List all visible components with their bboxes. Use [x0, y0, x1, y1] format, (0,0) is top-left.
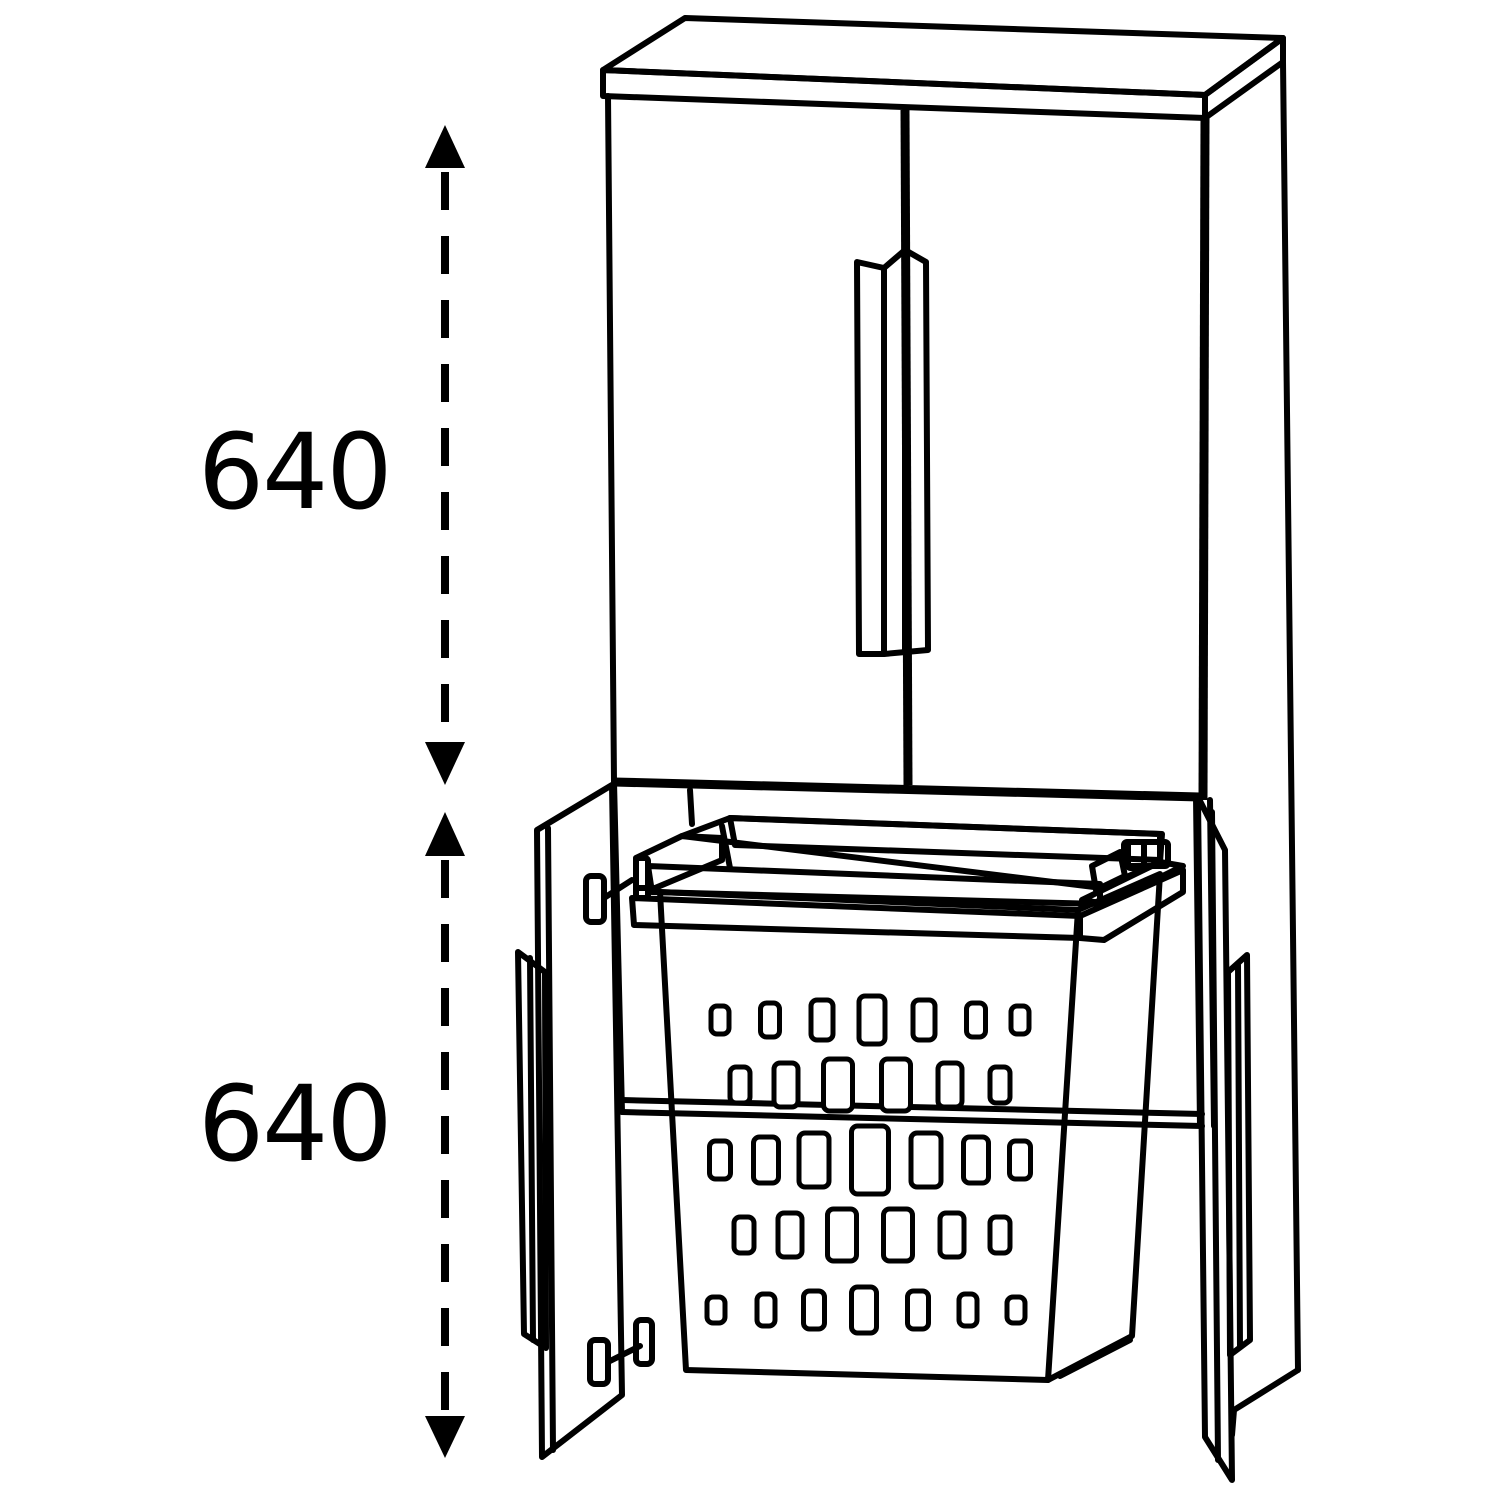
basket-hole	[849, 1284, 879, 1336]
basket-hole	[964, 1000, 988, 1040]
basket-hole	[727, 1064, 753, 1106]
basket-hole	[808, 997, 836, 1043]
basket-hole	[935, 1060, 965, 1110]
basket-hole	[881, 1206, 915, 1264]
upper-height-label: 640	[198, 411, 393, 533]
basket-hole	[956, 1291, 980, 1329]
basket-hole	[758, 1000, 782, 1040]
basket-hole	[1008, 1003, 1032, 1037]
basket-hole	[987, 1214, 1013, 1256]
basket-holes	[704, 993, 1033, 1336]
basket-hole	[1004, 1294, 1028, 1326]
basket-hole	[708, 1003, 732, 1037]
basket-hole	[905, 1288, 931, 1332]
lower-height-label: 640	[198, 1063, 393, 1185]
basket-hole	[771, 1060, 801, 1110]
basket-hole	[796, 1130, 832, 1190]
dimension-upper	[425, 125, 465, 785]
left-door	[515, 782, 655, 1460]
basket-hole	[751, 1134, 781, 1186]
basket-hole	[849, 1123, 891, 1197]
basket-hole	[987, 1064, 1013, 1106]
basket-hole	[825, 1206, 859, 1264]
basket-hole	[707, 1138, 733, 1182]
basket-hole	[879, 1056, 913, 1114]
dimension-lower	[425, 812, 465, 1458]
basket-hole	[704, 1294, 728, 1326]
basket-hole	[754, 1291, 778, 1329]
right-door	[1195, 794, 1253, 1483]
basket-hole	[1007, 1138, 1033, 1182]
basket-hole	[801, 1288, 827, 1332]
basket-hole	[937, 1210, 967, 1260]
basket-hole	[908, 1130, 944, 1190]
basket-hole	[775, 1210, 805, 1260]
basket-hole	[961, 1134, 991, 1186]
countertop	[600, 15, 1286, 121]
basket-hole	[821, 1056, 855, 1114]
basket-hole	[910, 997, 938, 1043]
laundry-basket	[645, 815, 1165, 1383]
basket-hole	[856, 993, 888, 1047]
basket-hole	[731, 1214, 757, 1256]
door-handle	[854, 247, 931, 657]
